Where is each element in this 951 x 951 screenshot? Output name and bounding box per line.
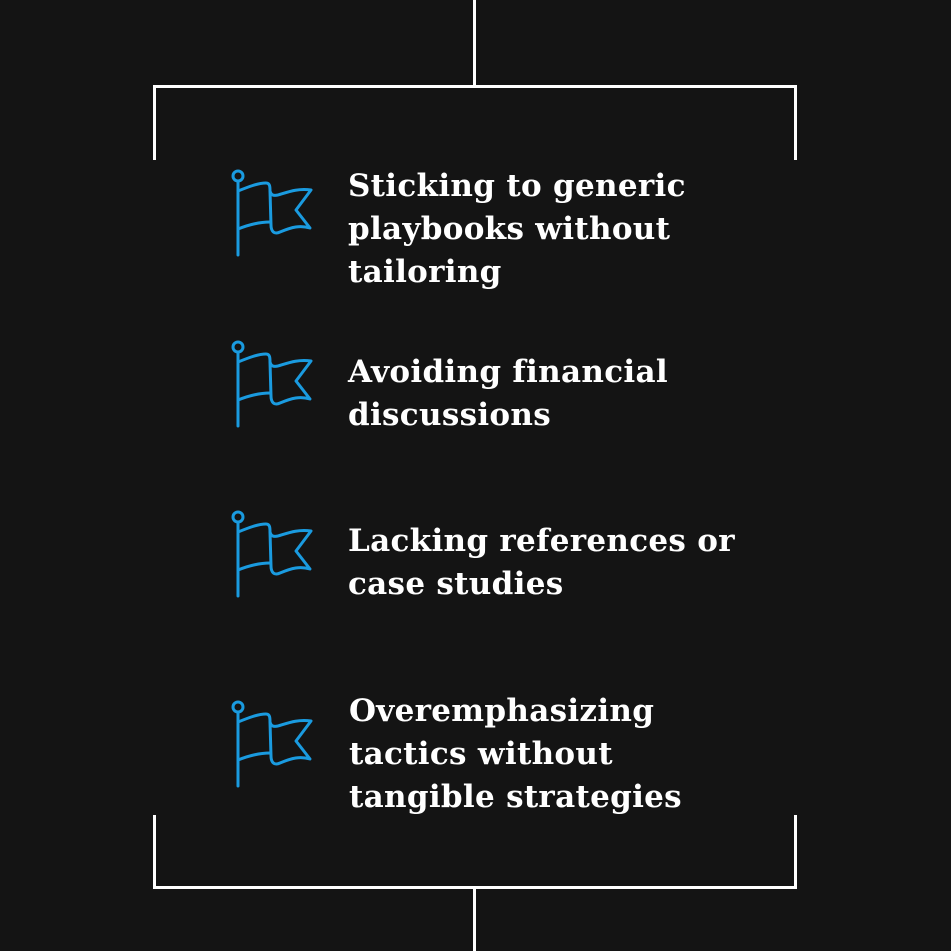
item-text: Lacking references or case studies	[348, 520, 768, 606]
item-line: tangible strategies	[349, 779, 682, 815]
bracket-top	[153, 85, 797, 88]
bracket-bottom-left	[153, 815, 156, 889]
item-line: playbooks without	[348, 211, 671, 247]
flag-icon	[231, 700, 313, 788]
flag-icon	[231, 169, 313, 257]
flag-icon	[231, 510, 313, 598]
item-text: Avoiding financial discussions	[348, 351, 768, 437]
item-line: Avoiding financial	[348, 354, 668, 390]
flag-icon	[231, 340, 313, 428]
item-text: Overemphasizing tactics without tangible…	[349, 690, 769, 819]
item-line: Overemphasizing	[349, 693, 655, 729]
item-text: Sticking to generic playbooks without ta…	[348, 165, 768, 294]
bracket-bottom-right	[794, 815, 797, 889]
item-line: tactics without	[349, 736, 613, 772]
item-line: tailoring	[348, 254, 502, 290]
item-line: Lacking references or	[348, 523, 735, 559]
bracket-top-right	[794, 85, 797, 160]
bracket-top-left	[153, 85, 156, 160]
item-line: Sticking to generic	[348, 168, 686, 204]
item-line: case studies	[348, 566, 564, 602]
connector-top	[473, 0, 476, 86]
connector-bottom	[473, 887, 476, 951]
item-line: discussions	[348, 397, 551, 433]
